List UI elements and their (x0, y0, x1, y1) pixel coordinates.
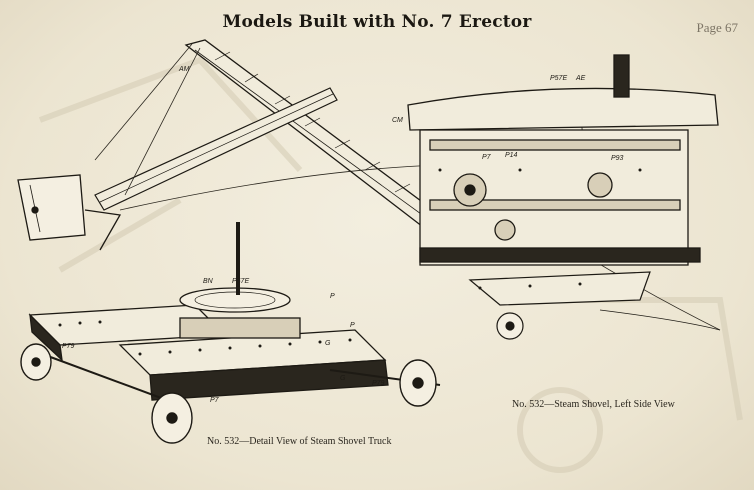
label-g-a: G (325, 340, 331, 347)
dipper-arm (94, 87, 338, 211)
label-p79-right: P79 (372, 380, 385, 387)
label-am: AM (179, 66, 190, 73)
label-bn: BN (203, 278, 213, 285)
truck-wheels (20, 343, 437, 444)
label-cm: CM (392, 117, 403, 124)
label-p-a: P (330, 293, 335, 300)
caption-steam-shovel: No. 532—Steam Shovel, Left Side View (512, 399, 675, 410)
label-g-b: G (340, 375, 346, 382)
label-p-b: P (350, 322, 355, 329)
label-p57e-truck: P57E (232, 278, 250, 285)
label-p57e-top: P57E (550, 75, 568, 82)
label-ae: AE (576, 75, 586, 82)
page-title: Models Built with No. 7 Erector (222, 12, 532, 32)
label-p7-wheel: P7 (210, 397, 219, 404)
cab-body (407, 54, 719, 266)
page-number: Page 67 (696, 20, 738, 35)
label-p14: P14 (505, 152, 518, 159)
label-p79-left: P79 (62, 343, 75, 350)
boom (184, 39, 462, 241)
dipper-bucket (17, 174, 122, 251)
shovel-base (468, 271, 721, 340)
label-p93: P93 (611, 155, 624, 162)
caption-truck-detail: No. 532—Detail View of Steam Shovel Truc… (207, 436, 392, 447)
perforation-holes (58, 168, 642, 356)
label-p7-a: P7 (482, 154, 491, 161)
